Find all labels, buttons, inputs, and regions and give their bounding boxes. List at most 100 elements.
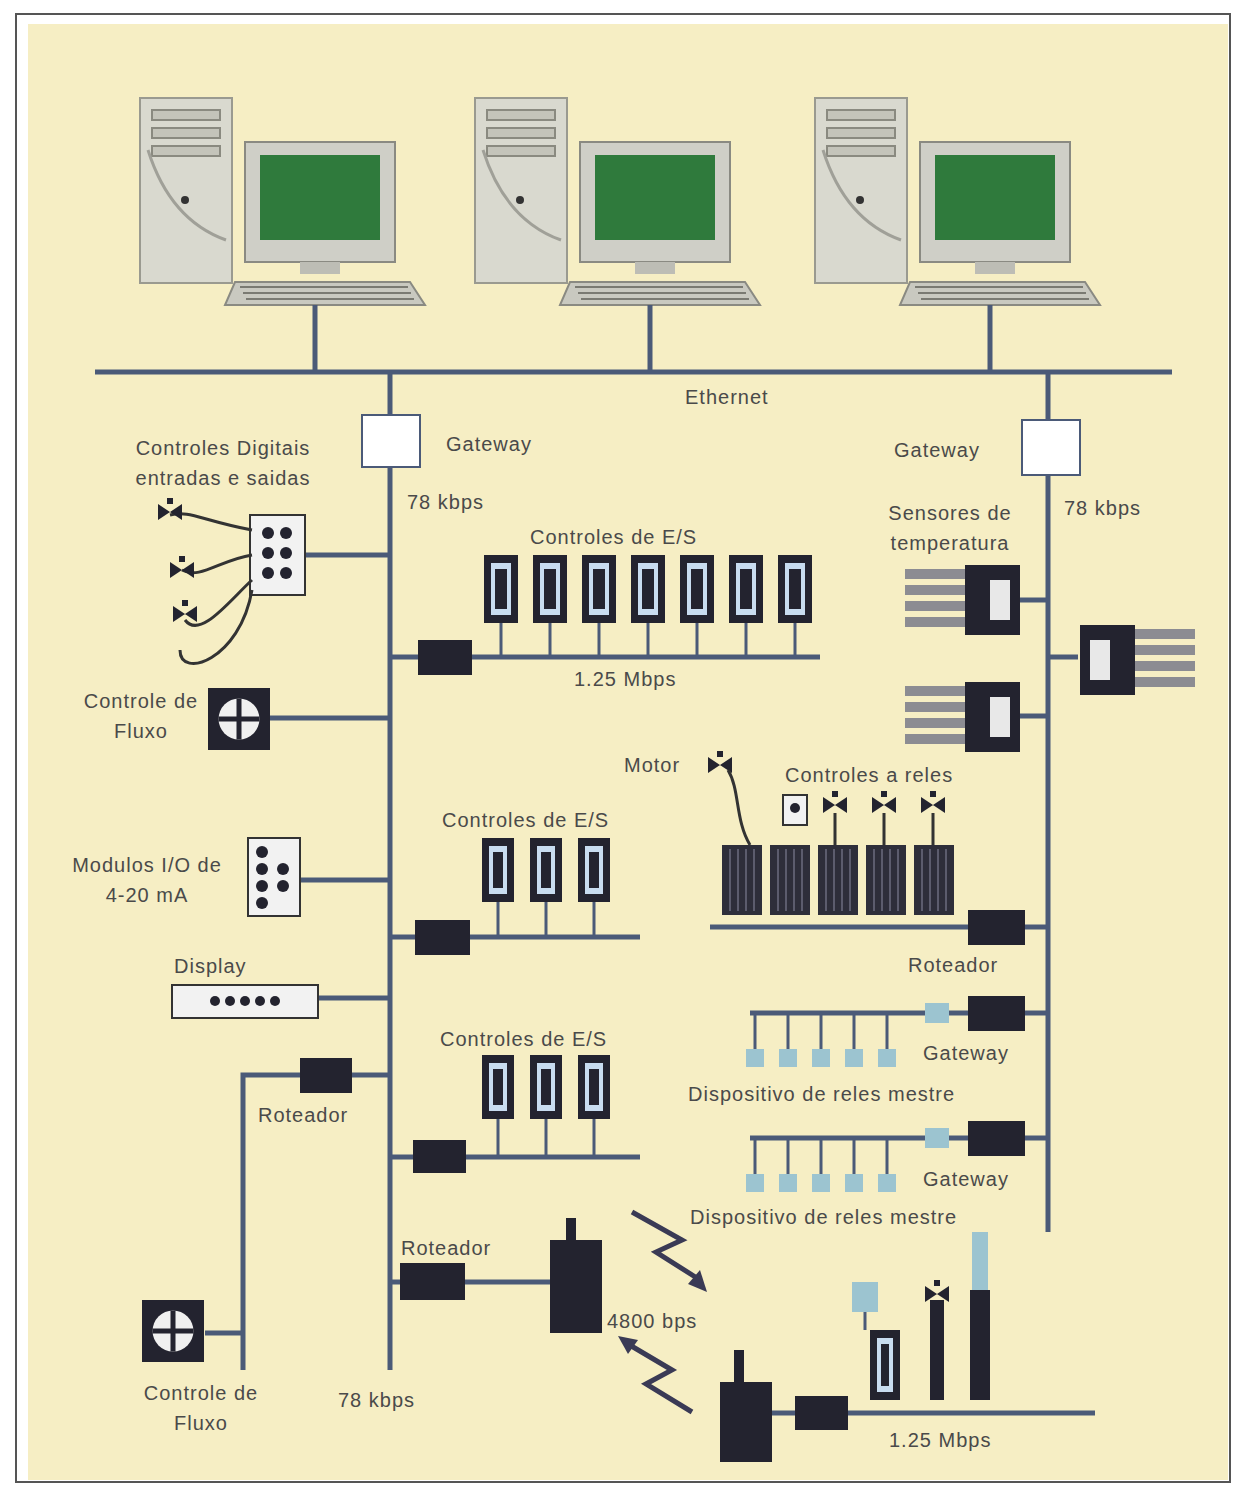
valve-stem xyxy=(167,498,173,504)
pc-drive-bay xyxy=(152,110,220,120)
io-module-slot xyxy=(491,563,511,615)
network-label: 78 kbps xyxy=(336,1385,417,1415)
branch-line xyxy=(270,716,390,721)
branch-line xyxy=(1020,598,1048,603)
pc-tower xyxy=(475,98,567,283)
io-module xyxy=(870,1330,900,1400)
relay-slave-device xyxy=(845,1049,863,1067)
io-module-slot xyxy=(638,563,658,615)
radio-antenna xyxy=(566,1218,576,1242)
valve-symbol xyxy=(823,797,847,813)
io-module-core xyxy=(544,569,556,609)
relay-drop xyxy=(886,1138,889,1176)
io-module-core xyxy=(642,569,654,609)
digital-io-terminal xyxy=(280,547,292,559)
pc-monitor xyxy=(920,142,1070,262)
relay-module-rib xyxy=(922,849,923,911)
relay-slave-device xyxy=(878,1174,896,1192)
pc-keyboard-keys xyxy=(246,298,414,300)
analog-io-terminal xyxy=(256,880,268,892)
relay-wire xyxy=(883,813,886,845)
relay-module-rib xyxy=(898,849,899,911)
io-module xyxy=(578,838,610,902)
pc-monitor xyxy=(245,142,395,262)
pc-drive-bay xyxy=(487,128,555,138)
sensor-fin xyxy=(1135,645,1195,655)
io-module-slot xyxy=(785,563,805,615)
motor-wire xyxy=(728,770,750,845)
relay-module xyxy=(722,845,762,915)
io-module-core xyxy=(789,569,801,609)
pc-keyboard-keys xyxy=(578,292,746,294)
io-module-slot xyxy=(537,846,555,894)
network-label: Roteador xyxy=(256,1100,350,1130)
io-module xyxy=(582,555,616,623)
display-led xyxy=(255,996,265,1006)
relay-drop xyxy=(820,1138,823,1176)
sensor-fin xyxy=(1135,677,1195,687)
digital-io-terminal xyxy=(262,567,274,579)
relay-module xyxy=(818,845,858,915)
valve-symbol xyxy=(872,797,896,813)
io-module-core xyxy=(495,569,507,609)
valve-stem xyxy=(832,791,838,797)
branch-line xyxy=(305,553,390,558)
module-drop xyxy=(647,620,650,657)
network-label: Controles de E/S xyxy=(438,1024,609,1054)
router-box xyxy=(968,1121,1025,1156)
relay-drop xyxy=(754,1138,757,1176)
sensor-fin xyxy=(905,686,965,696)
digital-io-terminal xyxy=(262,527,274,539)
network-label: Controles a reles xyxy=(783,760,955,790)
relay-module-rib xyxy=(786,849,787,911)
pc-monitor xyxy=(580,142,730,262)
io-module xyxy=(778,555,812,623)
pc-screen xyxy=(260,155,380,240)
radio-signal xyxy=(628,1344,692,1412)
pc-screen xyxy=(595,155,715,240)
sensor-body xyxy=(965,565,1020,635)
radio-modem xyxy=(550,1240,602,1333)
relay-module-rib xyxy=(890,849,891,911)
analog-io-terminal xyxy=(277,863,289,875)
digital-io-module xyxy=(250,515,305,595)
sensor-notch xyxy=(1090,640,1110,680)
pc-drive-bay xyxy=(827,146,895,156)
module-drop xyxy=(598,620,601,657)
module-drop xyxy=(497,1118,500,1157)
io-module-core xyxy=(740,569,752,609)
valve-symbol xyxy=(921,797,945,813)
pc-drive-bay xyxy=(487,110,555,120)
relay-module-rib xyxy=(794,849,795,911)
pc-drive-bay xyxy=(827,128,895,138)
pc-keyboard xyxy=(560,282,760,305)
io-module-slot xyxy=(489,1063,507,1111)
valve-stem xyxy=(930,791,936,797)
pc-tower xyxy=(815,98,907,283)
network-label: 1.25 Mbps xyxy=(572,664,678,694)
io-module-core xyxy=(691,569,703,609)
sensor-fin xyxy=(905,718,965,728)
pc-monitor-stand xyxy=(975,262,1015,274)
pc-screen xyxy=(935,155,1055,240)
relay-wire xyxy=(834,813,837,845)
branch-line xyxy=(1048,655,1078,660)
io-module-core xyxy=(589,1069,599,1105)
ethernet-drop xyxy=(313,305,318,372)
branch-line xyxy=(318,996,390,1001)
pc-power-button xyxy=(181,196,189,204)
network-label: Controle de Fluxo xyxy=(74,686,208,746)
router-box xyxy=(968,910,1025,945)
relay-slave-device xyxy=(746,1049,764,1067)
io-module-core xyxy=(593,569,605,609)
pc-power-button xyxy=(856,196,864,204)
branch-line xyxy=(205,1331,243,1336)
relay-slave-device xyxy=(878,1049,896,1067)
pc-tower-curve xyxy=(823,150,901,240)
display-panel xyxy=(172,985,318,1018)
sensor-fin xyxy=(1135,629,1195,639)
network-label: Controle de Fluxo xyxy=(134,1378,268,1438)
analog-io-terminal xyxy=(256,846,268,858)
network-label: Gateway xyxy=(444,429,534,459)
network-label: 1.25 Mbps xyxy=(887,1425,993,1455)
